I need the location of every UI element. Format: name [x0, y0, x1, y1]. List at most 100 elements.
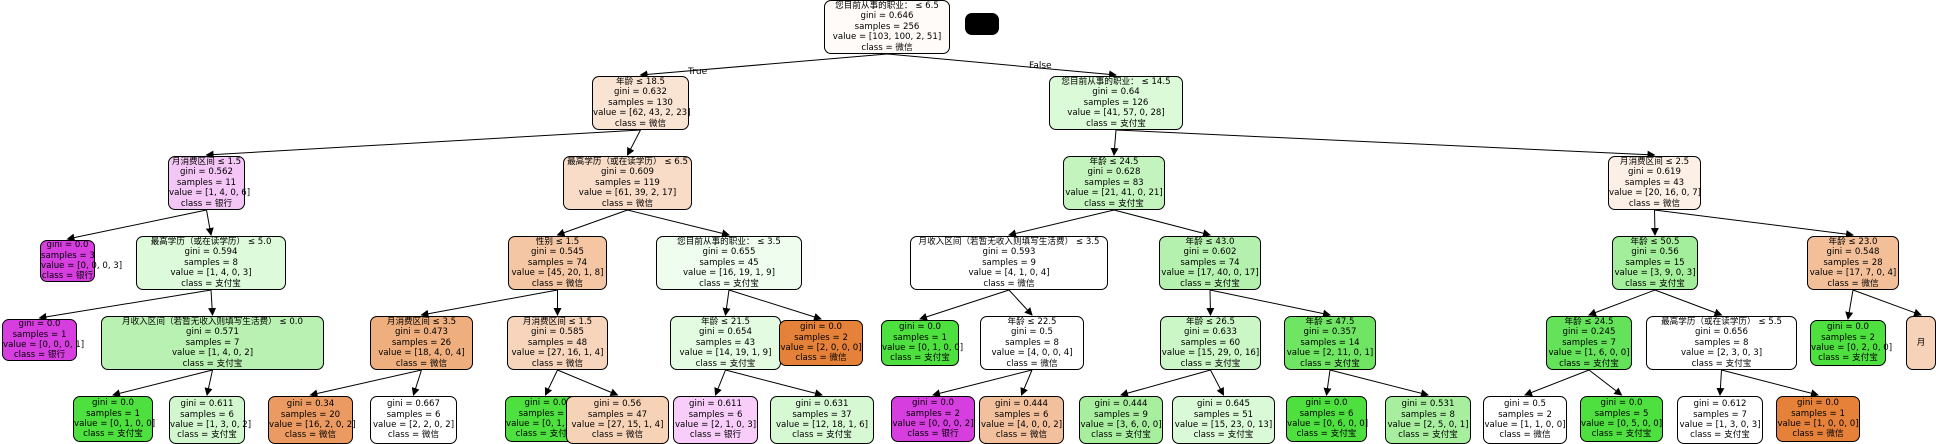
node-text-line: gini = 0.619	[1628, 167, 1681, 178]
node-text-line: value = [0, 2, 0, 0]	[1811, 343, 1893, 353]
node-text-line: class = 微信	[861, 42, 913, 53]
node-text-line: gini = 0.645	[1197, 399, 1250, 410]
node-text-line: 最高学历（或在读学历） ≤ 5.0	[150, 236, 272, 247]
node-text-line: 年龄 ≤ 24.5	[1089, 156, 1139, 167]
node-text-line: gini = 0.593	[982, 247, 1036, 258]
node-text-line: samples = 43	[1624, 177, 1685, 188]
node-text-line: samples = 2	[1821, 332, 1875, 343]
node-text-line: gini = 0.646	[860, 11, 914, 22]
node-text-line: class = 支付宝	[1818, 353, 1878, 364]
node-text-line: class = 微信	[614, 118, 667, 129]
node-text-line: gini = 0.0	[46, 240, 89, 251]
node-text-line: value = [2, 1, 0, 3]	[674, 420, 757, 430]
node-text-line: value = [0, 0, 0, 2]	[892, 419, 974, 429]
tree-edge	[1654, 209, 1854, 239]
node-text-line: class = 支付宝	[890, 353, 950, 364]
tree-edge	[557, 369, 619, 396]
tree-edge	[208, 289, 217, 316]
node-text-line: value = [1, 3, 0, 3]	[1679, 420, 1761, 430]
node-text-line: samples = 6	[688, 409, 743, 420]
node-text-line: value = [0, 5, 0, 0]	[1581, 419, 1663, 429]
node-text-line: gini = 0.64	[1092, 87, 1140, 98]
tree-edge	[1113, 209, 1211, 238]
node-text-line: gini = 0.531	[1401, 399, 1455, 410]
node-text-line: samples = 28	[1823, 257, 1883, 268]
node-text-line: class = 微信	[531, 358, 584, 369]
tree-edge	[1209, 289, 1331, 318]
node-text-line: gini = 0.602	[1183, 247, 1237, 258]
node-text-line: gini = 0.545	[531, 247, 584, 258]
node-text-line: class = 支付宝	[1300, 358, 1360, 369]
node-text-line: class = 微信	[1006, 358, 1058, 369]
node-text-line: samples = 8	[1401, 409, 1455, 420]
tree-edge	[722, 289, 731, 316]
node-text-line: gini = 0.656	[1695, 327, 1748, 338]
node-text-line: gini = 0.444	[995, 399, 1048, 410]
node-text-line: class = 支付宝	[699, 278, 759, 289]
tree-edge	[420, 289, 558, 318]
node-text-line: class = 微信	[601, 198, 654, 209]
node-text-line: gini = 0.0	[91, 398, 134, 409]
tree-edge	[1210, 369, 1224, 396]
node-text-line: samples = 74	[527, 257, 588, 268]
tree-edge	[1120, 369, 1211, 397]
node-text-line: samples = 11	[176, 177, 237, 188]
tree-edge	[728, 289, 822, 321]
node-text-line: samples = 2	[1498, 409, 1552, 420]
tree-edge	[1588, 289, 1656, 317]
node-text-line: 月消费区间 ≤ 1.5	[171, 156, 242, 167]
node-text-line: value = [21, 41, 0, 21]	[1065, 188, 1163, 199]
edge-label-false: False	[1029, 61, 1052, 71]
node-text-line: gini = 0.631	[795, 399, 849, 410]
tree-edge	[411, 369, 422, 396]
node-text-line: 年龄 ≤ 47.5	[1305, 316, 1355, 327]
node-text-line: 年龄 ≤ 24.5	[1564, 316, 1614, 327]
node-text-line: class = 微信	[591, 430, 644, 441]
node-text-line: 性别 ≤ 1.5	[535, 236, 580, 247]
node-text-line: value = [62, 43, 2, 23]	[593, 108, 691, 119]
node-text-line: gini = 0.611	[689, 399, 742, 410]
node-text-line: samples = 126	[1083, 97, 1149, 108]
node-text-line: value = [4, 1, 0, 4]	[968, 268, 1050, 279]
node-text-line: 年龄 ≤ 22.5	[1007, 316, 1057, 327]
node-text-line: class = 支付宝	[1559, 358, 1619, 369]
node-text-line: samples = 15	[1625, 257, 1685, 268]
node-text-line: gini = 0.5	[1010, 327, 1053, 338]
node-text-line: 年龄 ≤ 26.5	[1186, 316, 1235, 327]
node-text-line: gini = 0.0	[18, 319, 61, 330]
tree-edge	[886, 53, 1117, 79]
node-text-line: value = [2, 3, 0, 3]	[1680, 348, 1763, 359]
node-text-line: value = [1, 0, 0, 0]	[1777, 419, 1859, 429]
node-text-line: value = [16, 19, 1, 9]	[682, 268, 776, 279]
node-text-line: class = 支付宝	[1091, 430, 1151, 441]
node-text-line: gini = 0.473	[395, 327, 448, 338]
node-text-line: gini = 0.0	[1305, 398, 1348, 409]
node-text-line: samples = 9	[1094, 409, 1148, 420]
node-text-line: value = [1, 3, 0, 2]	[170, 420, 252, 430]
node-text-line: samples = 2	[794, 332, 848, 343]
node-text-line: class = 支付宝	[1398, 430, 1458, 441]
node-text-line: 年龄 ≤ 43.0	[1185, 236, 1235, 247]
tree-edge	[919, 289, 1010, 321]
edge-label-true: True	[688, 67, 708, 77]
node-text-line: class = 微信	[1827, 278, 1879, 289]
node-text-line: gini = 0.654	[699, 327, 752, 338]
